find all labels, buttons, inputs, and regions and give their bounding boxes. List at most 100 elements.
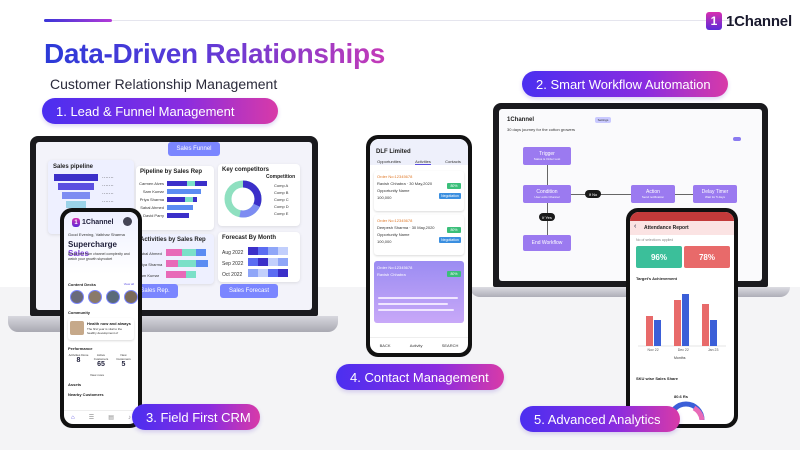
workflow-app-logo: 1Channel — [507, 117, 535, 123]
sales-forecast-button[interactable]: Sales Forecast — [220, 284, 278, 298]
competitor-donut — [224, 180, 262, 218]
assets-title: Assets — [68, 382, 82, 387]
search-button[interactable]: SEARCH — [441, 343, 459, 348]
page-title: Data-Driven Relationships — [44, 38, 386, 69]
phone1-logo-icon: 1 — [72, 218, 80, 227]
text-line — [378, 309, 454, 311]
sku-title: SKU wise Sales Share — [636, 376, 679, 381]
avatar[interactable] — [123, 217, 132, 226]
phone1-bottom-nav: ⌂ ☰ ▤ ♪ — [64, 410, 138, 424]
phone-contacts-screen: DLF Limited Opportunities Activities Con… — [370, 139, 468, 353]
stat-new-customers: New Customers 5 — [113, 353, 134, 368]
hero-title-part: Supercharge — [68, 240, 117, 249]
forecast-month: Oct 2022 — [222, 272, 243, 278]
rep-bar-chart — [167, 181, 207, 218]
pipeline-by-rep-title: Pipeline by Sales Rep — [140, 169, 203, 175]
forecast-title: Forecast By Month — [222, 235, 277, 241]
brand-logo-icon: 1 — [706, 12, 722, 30]
opportunity-card[interactable]: Order No:12345678 Ravish Chhabra · 30 Ma… — [374, 171, 464, 211]
bell-icon[interactable]: ♪ — [127, 414, 131, 421]
tab-contacts[interactable]: Contacts — [445, 159, 461, 164]
stat-card-green: 96% — [636, 246, 682, 268]
opportunity-card[interactable]: Order No:12345678 Deepesh Sharma · 30 Ma… — [374, 215, 464, 255]
stat-label: Active Customers — [93, 353, 109, 361]
rep-name: Carmen Alves — [139, 181, 164, 186]
rep-name: Sabal Ahmed — [140, 205, 164, 210]
rep-name: Priya Sharma — [139, 197, 164, 202]
deck-thumb[interactable] — [70, 290, 84, 304]
workflow-end-node[interactable]: End Workflow — [523, 235, 571, 251]
content-decks-title: Content Decks — [68, 282, 97, 287]
workflow-condition-node[interactable]: Condition User exits Channel — [523, 185, 571, 203]
delay-sub: Wait for 5 days — [705, 195, 725, 199]
home-icon[interactable]: ⌂ — [71, 414, 75, 421]
activities-by-rep-card: Activities by Sales Rep Sabal Ahmed Priy… — [136, 234, 214, 284]
hero-text: Break free from channel complexity and w… — [68, 252, 130, 261]
stage-badge: Negotiation — [439, 237, 461, 243]
contact-person: Ravish Chhabra · 30 May,2020 — [377, 181, 433, 186]
workflow-action-node[interactable]: Action Send notification — [631, 185, 675, 203]
if-no-oval: If No — [585, 190, 601, 198]
forecast-months: Aug 2022 Sep 2022 Oct 2022 — [222, 248, 243, 281]
back-button[interactable]: BACK — [379, 343, 391, 348]
competitor-label: Comp E — [274, 211, 289, 216]
filters-text: No of selections applied — [636, 238, 674, 242]
brand-name: 1Channel — [726, 12, 792, 30]
stat-value: 5 — [121, 361, 126, 368]
opportunity-name: Opportunity Name — [377, 188, 410, 193]
phone2-header — [370, 139, 468, 165]
phone3-header: ‹ Attendance Report — [630, 221, 734, 235]
list-icon[interactable]: ☰ — [88, 415, 95, 421]
deck-thumb[interactable] — [88, 290, 102, 304]
probability-badge: 80% — [447, 183, 461, 189]
community-card[interactable]: Health now and always The first year is … — [68, 318, 134, 340]
add-activity-button[interactable]: Activity — [409, 343, 423, 348]
document-icon[interactable]: ▤ — [108, 415, 114, 421]
person-name: Deepesh Sharma — [377, 225, 409, 230]
page-subtitle: Customer Relationship Management — [50, 76, 278, 92]
hero-title: Supercharge Sales — [68, 240, 138, 258]
stat-activities: Activities Done 8 — [68, 353, 89, 368]
connector — [547, 165, 548, 185]
back-arrow-icon[interactable]: ‹ — [634, 223, 637, 230]
performance-stats: Activities Done 8 Active Customers 65 Ne… — [68, 353, 134, 368]
order-number: Order No:12345678 — [377, 174, 413, 179]
deck-thumb[interactable] — [106, 290, 120, 304]
view-all-link[interactable]: View all — [123, 282, 134, 286]
phone-field-crm-screen: 1 1Channel Good Evening, Vaibhav Sharma … — [64, 212, 138, 424]
top-divider-accent — [44, 19, 112, 22]
workflow-journey-name: 30 days journey for the cotton growers — [507, 127, 576, 132]
hero-title-highlight: Sales — [68, 249, 89, 258]
tab-opportunities[interactable]: Opportunities — [377, 159, 401, 164]
competition-label: Competition — [266, 174, 296, 180]
phone1-logo: 1 1Channel — [72, 218, 114, 227]
workflow-delay-node[interactable]: Delay Timer Wait for 5 days — [693, 185, 737, 203]
top-divider — [44, 20, 734, 21]
sales-rep-button[interactable]: Sales Rep. — [132, 284, 178, 298]
key-competitors-card: Key competitors Competition Comp A Comp … — [218, 164, 300, 226]
rep-name: Sam Kumar — [142, 189, 164, 194]
activity-bar-chart — [166, 249, 208, 278]
tab-activities[interactable]: Activities — [415, 159, 431, 165]
trigger-label: Trigger — [539, 151, 555, 157]
opportunity-amount: 100,000 — [377, 195, 392, 200]
workflow-toggle[interactable] — [733, 137, 741, 141]
deck-thumb[interactable] — [124, 290, 138, 304]
nearby-customers-title: Nearby Customers — [68, 392, 104, 397]
highlighted-activity-card[interactable]: Order No:12345678 Ravish Chhabra 80% — [374, 261, 464, 323]
delay-label: Delay Timer — [701, 189, 729, 195]
view-more-link[interactable]: View more — [90, 373, 105, 377]
workflow-settings-tag[interactable]: Settings — [595, 117, 611, 123]
feature-contact-management: 4. Contact Management — [336, 364, 504, 390]
competitor-label: Comp C — [274, 197, 289, 202]
competitor-legend: Comp A Comp B Comp C Comp D Comp E — [274, 182, 289, 217]
workflow-trigger-node[interactable]: Trigger Status is Order Lost — [523, 147, 571, 165]
phone-field-crm: 1 1Channel Good Evening, Vaibhav Sharma … — [60, 208, 142, 428]
laptop-sales-funnel-base — [8, 316, 338, 332]
date: 30 May,2020 — [411, 225, 435, 230]
condition-sub: User exits Channel — [534, 195, 560, 199]
forecast-month: Sep 2022 — [222, 261, 244, 267]
activity-rep-name: Sam Kumar — [138, 273, 160, 278]
community-card-title: Health now and always — [87, 321, 131, 326]
activities-by-rep-title: Activities by Sales Rep — [140, 237, 206, 243]
